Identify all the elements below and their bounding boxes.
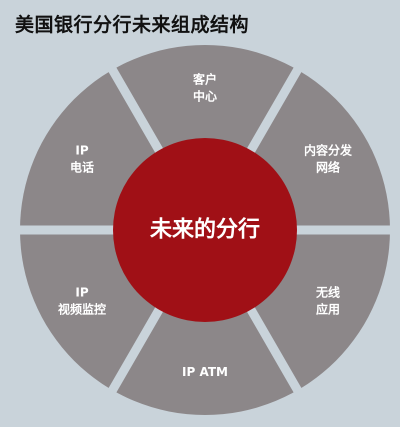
segment-label: IP — [75, 286, 88, 300]
segment-label: 客户 — [192, 72, 217, 87]
segment-label: IP — [75, 144, 88, 158]
segment-label: 中心 — [193, 89, 217, 104]
center-label: 未来的分行 — [150, 217, 260, 243]
center-circle — [113, 138, 297, 322]
segment-label: IP ATM — [182, 365, 228, 379]
segment-label: 应用 — [316, 302, 340, 317]
segment-label: 视频监控 — [58, 302, 106, 317]
page-title: 美国银行分行未来组成结构 — [15, 14, 250, 36]
segment-label: 内容分发 — [304, 143, 353, 158]
segment-label: 网络 — [316, 160, 340, 175]
segment-label: 无线 — [315, 285, 340, 300]
segment-label: 电话 — [70, 160, 94, 175]
